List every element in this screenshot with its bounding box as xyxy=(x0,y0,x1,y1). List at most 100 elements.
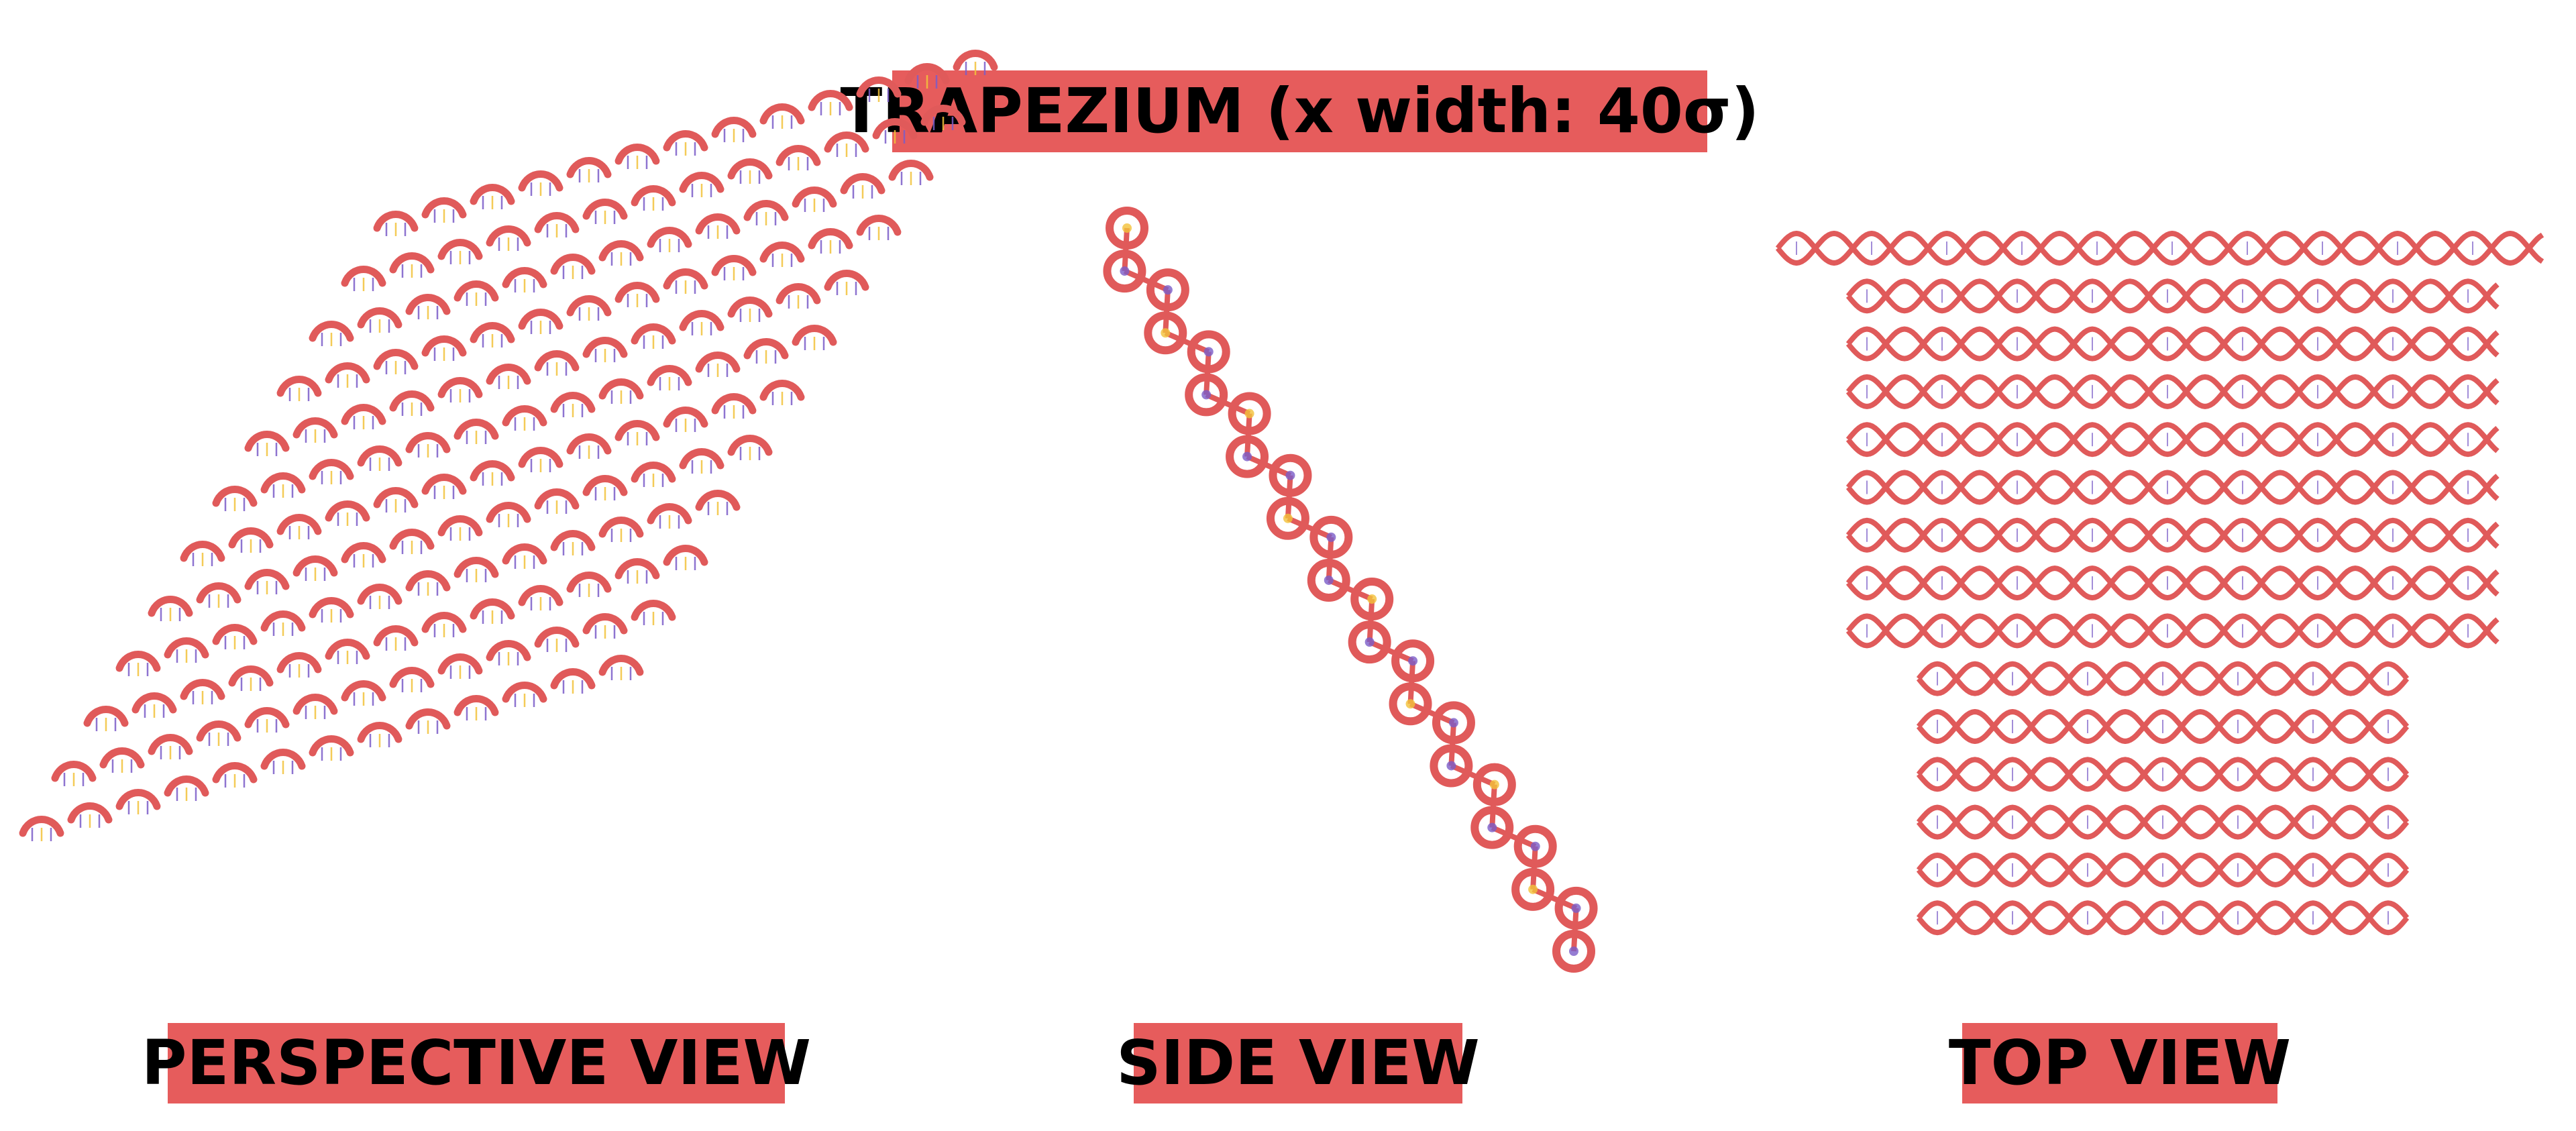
helix-arch xyxy=(325,362,370,384)
helix-arch xyxy=(212,762,258,784)
helix-arch xyxy=(663,407,708,428)
helix-strand xyxy=(1845,422,2500,457)
helix-strand xyxy=(1916,852,2410,887)
helix-arch xyxy=(582,337,628,358)
helix-arch xyxy=(598,240,644,262)
helix-arch xyxy=(260,749,306,770)
crossover-link xyxy=(1203,352,1212,395)
helix-arch xyxy=(486,364,531,385)
helix-arch xyxy=(421,197,467,219)
helix-arch xyxy=(711,255,757,276)
helix-strand xyxy=(1845,278,2500,314)
helix-strand xyxy=(1845,566,2500,601)
helix-arch xyxy=(647,227,692,248)
helix-arch xyxy=(550,254,596,275)
top-view-image xyxy=(1775,231,2544,936)
helix-arch xyxy=(743,338,789,360)
helix-arch xyxy=(421,474,467,495)
crossover-link xyxy=(1122,227,1130,272)
helix-ring xyxy=(1552,930,1595,973)
crossover-link xyxy=(1205,392,1251,417)
helix-arch xyxy=(502,267,547,288)
helix-arch xyxy=(244,431,290,452)
crossover-link xyxy=(1409,701,1455,726)
helix-core xyxy=(1324,575,1334,585)
helix-arch xyxy=(83,706,129,727)
helix-arch xyxy=(598,655,644,676)
helix-arch xyxy=(357,307,402,329)
helix-arch xyxy=(453,419,499,440)
crossover-link xyxy=(1450,763,1496,788)
crossover-link xyxy=(1164,330,1210,355)
helix-ring xyxy=(1472,763,1516,806)
crossover-link xyxy=(1491,824,1537,849)
helix-arch xyxy=(180,541,225,562)
helix-arch xyxy=(775,283,821,305)
helix-ring xyxy=(1389,682,1432,726)
helix-strand xyxy=(1845,517,2500,553)
helix-arch xyxy=(357,584,402,605)
helix-arch xyxy=(99,747,145,769)
helix-arch xyxy=(502,682,547,703)
helix-arch xyxy=(437,239,483,260)
helix-core xyxy=(1446,761,1456,771)
helix-arch xyxy=(824,270,869,291)
helix-arch xyxy=(276,652,322,674)
helix-arch xyxy=(453,557,499,578)
helix-ring xyxy=(1348,621,1391,664)
helix-ring xyxy=(1350,578,1394,621)
helix-arch xyxy=(486,502,531,523)
helix-arch xyxy=(518,585,564,606)
helix-arch xyxy=(212,486,258,507)
helix-arch xyxy=(759,241,805,263)
helix-core xyxy=(1122,223,1132,233)
helix-arch xyxy=(727,297,773,318)
helix-ring xyxy=(1513,824,1557,868)
helix-core xyxy=(1285,470,1295,480)
crossover-link xyxy=(1571,908,1579,952)
helix-arch xyxy=(502,405,547,427)
helix-arch xyxy=(727,435,773,456)
helix-arch xyxy=(405,294,451,315)
helix-core xyxy=(1528,884,1538,894)
helix-arch xyxy=(566,157,612,178)
helix-arch xyxy=(695,213,741,235)
crossover-link xyxy=(1287,516,1332,540)
helix-strand xyxy=(1916,709,2410,744)
helix-ring xyxy=(1554,886,1598,930)
helix-arch xyxy=(196,582,241,604)
helix-arch xyxy=(470,460,515,482)
helix-strand xyxy=(1845,470,2500,505)
helix-strand xyxy=(1845,566,2500,601)
helix-arch xyxy=(357,722,402,743)
helix-strand xyxy=(1845,470,2500,505)
helix-arch xyxy=(486,225,531,247)
helix-arch xyxy=(566,295,612,317)
helix-core xyxy=(1569,947,1578,956)
crossover-link xyxy=(1530,846,1538,890)
helix-arch xyxy=(840,173,885,195)
helix-arch xyxy=(389,667,435,688)
helix-ring xyxy=(1228,392,1271,435)
helix-arch xyxy=(309,597,354,618)
helix-ring xyxy=(1103,250,1146,293)
helix-arch xyxy=(534,350,580,372)
helix-arch xyxy=(631,185,676,207)
crossover-link xyxy=(1366,598,1375,643)
helix-arch xyxy=(405,708,451,730)
helix-arch xyxy=(631,600,676,621)
helix-arch xyxy=(727,158,773,180)
helix-arch xyxy=(325,500,370,522)
top-view-caption: TOP VIEW xyxy=(1949,1023,2291,1103)
helix-arch xyxy=(341,680,386,702)
helix-arch xyxy=(325,639,370,660)
crossover-link xyxy=(1285,475,1293,519)
helix-strand xyxy=(1916,900,2410,936)
helix-ring xyxy=(1391,639,1435,683)
helix-core xyxy=(1203,347,1214,357)
helix-arch xyxy=(51,761,97,782)
figure-title: TRAPEZIUM (x width: 40σ) xyxy=(840,70,1760,152)
helix-strand xyxy=(1916,757,2410,792)
helix-ring xyxy=(1430,744,1473,788)
crossover-link xyxy=(1163,289,1171,333)
